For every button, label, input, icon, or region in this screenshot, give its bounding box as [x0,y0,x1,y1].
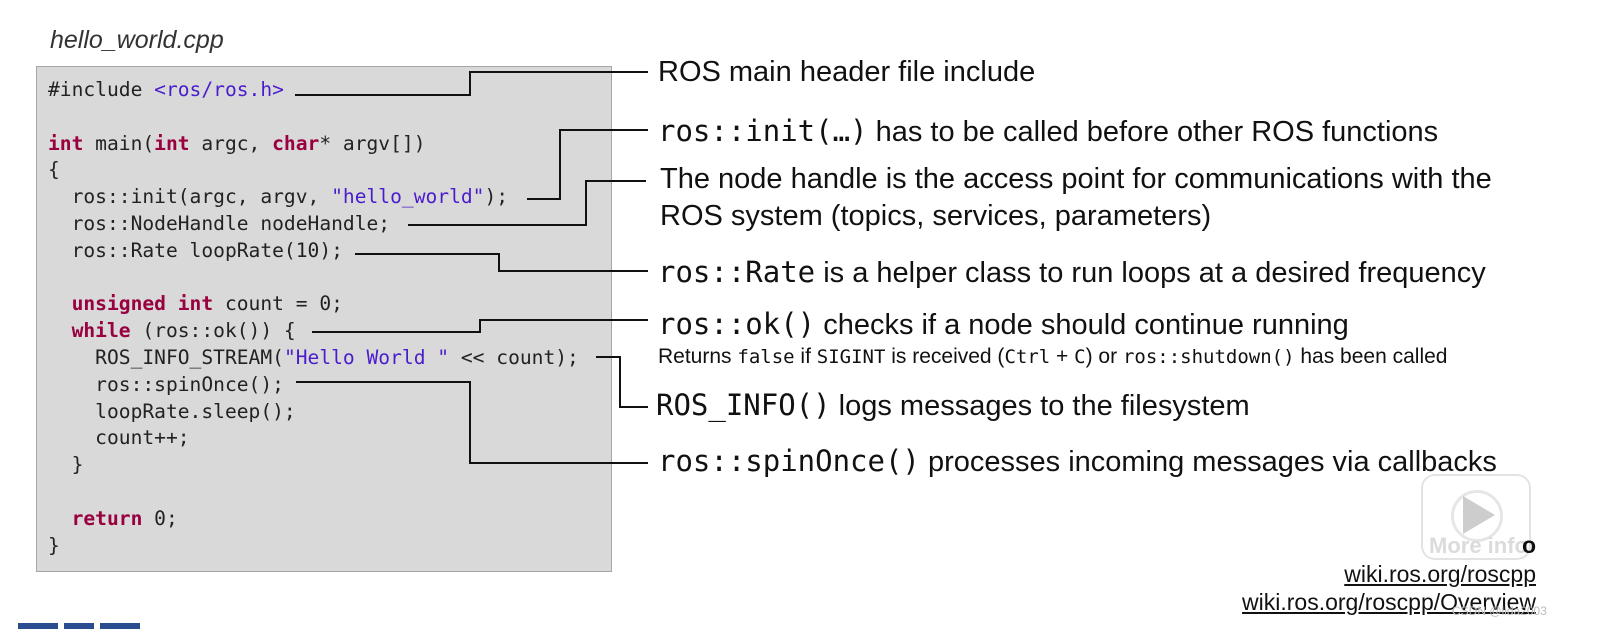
annotation-info: ROS_INFO() logs messages to the filesyst… [656,388,1250,423]
code-text: main( [83,131,155,155]
link-roscpp-overview[interactable]: wiki.ros.org/roscpp/Overview [1242,589,1536,615]
annotation-ok: ros::ok() checks if a node should contin… [658,307,1349,342]
keyword: int [48,131,84,155]
code-text: * argv[]) [319,131,426,155]
code-line-return: return 0; [48,506,579,533]
connector-ok [312,319,648,333]
detail-text: Returns [658,345,738,368]
keyword: char [272,131,320,155]
code-line-main: int main(int argc, char* argv[]) [48,131,579,158]
string-literal: "Hello World " [283,345,450,369]
include-directive: #include [48,78,155,101]
code-text: 0; [142,506,178,530]
code-text: ); [484,185,509,209]
detail-text: + [1050,345,1075,368]
annotation-rate-code: ros::Rate [658,255,816,289]
string-literal: "hello_world" [331,185,485,209]
detail-code: C [1074,346,1086,368]
detail-code: SIGINT [816,346,886,368]
detail-text: is received ( [885,345,1005,368]
video-play-overlay[interactable] [1421,474,1531,560]
connector-init [527,129,648,200]
code-line-count: unsigned int count = 0; [48,291,579,318]
annotation-rate-text: is a helper class to run loops at a desi… [815,257,1486,289]
more-info-heading-fragment: o [1522,532,1537,558]
annotation-spin-code: ros::spinOnce() [658,444,920,478]
annotation-nodehandle-line1: The node handle is the access point for … [660,163,1492,195]
logo-fragment [18,623,140,629]
connector-nodehandle [408,180,646,226]
code-line-while: while (ros::ok()) { [48,318,579,345]
include-path: <ros/ros.h> [154,78,284,101]
detail-code: Ctrl [1004,346,1051,368]
code-line-init: ros::init(argc, argv, "hello_world"); [48,184,579,211]
annotation-spin-text: processes incoming messages via callback… [919,446,1497,478]
file-name-caption: hello_world.cpp [50,26,224,54]
keyword: int [177,292,214,316]
code-line-countpp: count++; [48,426,190,450]
watermark: CSDN @lida2003 [1452,604,1547,618]
annotation-init-code: ros::init(…) [658,114,868,148]
code-line-nodehandle: ros::NodeHandle nodeHandle; [48,211,391,235]
code-block: #include <ros/ros.h> int main(int argc, … [48,77,579,559]
code-text: ros::init(argc, argv, [48,185,332,209]
connector-rate [355,253,648,272]
detail-text: if [794,345,817,368]
connector-spin [296,381,648,464]
annotation-ok-detail: Returns false if SIGINT is received (Ctr… [658,345,1447,369]
link-roscpp-wrap: wiki.ros.org/roscpp [1344,561,1536,588]
annotation-init: ros::init(…) has to be called before oth… [658,114,1438,149]
more-info-overlay-label[interactable]: More info [1429,533,1528,558]
keyword: return [71,506,143,530]
keyword: while [71,319,131,343]
code-text: (ros::ok()) { [130,319,296,343]
detail-text: ) or [1085,345,1123,368]
link-roscpp-overview-wrap: wiki.ros.org/roscpp/Overview [1242,589,1536,616]
code-line-sleep: loopRate.sleep(); [48,399,296,423]
annotation-nodehandle-line2: ROS system (topics, services, parameters… [660,200,1212,232]
code-text: argc, [189,131,273,155]
code-line-open-brace: { [48,158,60,182]
annotation-ok-text: checks if a node should continue running [815,309,1349,341]
annotation-header: ROS main header file include [658,56,1036,88]
code-text: count = 0; [213,292,343,316]
annotation-info-code: ROS_INFO() [656,388,831,422]
annotation-rate: ros::Rate is a helper class to run loops… [658,255,1486,290]
code-line-stream: ROS_INFO_STREAM("Hello World " << count)… [48,345,579,372]
connector-info [596,356,648,408]
code-line-spin: ros::spinOnce(); [48,372,284,396]
keyword: int [154,131,190,155]
detail-code: false [737,346,795,368]
play-circle-icon [1451,490,1503,542]
code-line-rate: ros::Rate loopRate(10); [48,238,343,262]
code-text: ROS_INFO_STREAM( [48,345,284,369]
annotation-ok-code: ros::ok() [658,307,816,341]
code-line-close-brace: } [48,533,60,557]
annotation-info-text: logs messages to the filesystem [830,390,1250,422]
code-line-inner-close: } [48,453,84,477]
keyword: unsigned [71,292,166,316]
annotation-spin: ros::spinOnce() processes incoming messa… [658,444,1497,479]
code-line-include: #include <ros/ros.h> [48,77,579,104]
link-roscpp[interactable]: wiki.ros.org/roscpp [1344,561,1536,587]
play-icon [1463,496,1495,534]
detail-text: has been called [1294,345,1448,368]
annotation-init-text: has to be called before other ROS functi… [867,116,1439,148]
connector-header [295,71,648,96]
detail-code: ros::shutdown() [1122,346,1295,368]
code-text: << count); [449,345,579,369]
